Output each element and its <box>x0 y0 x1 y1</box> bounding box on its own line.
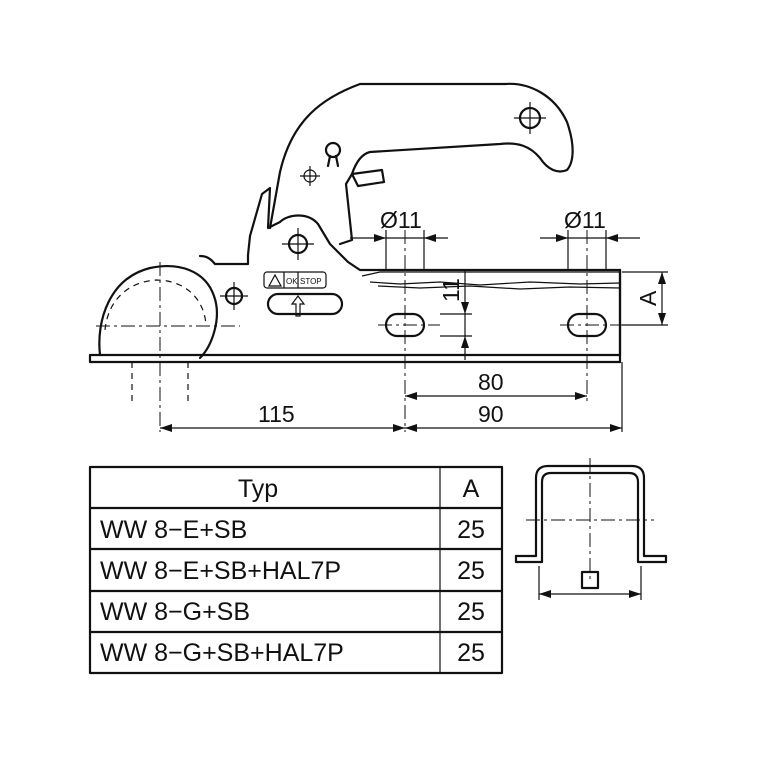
indicator-slot <box>266 292 344 316</box>
keyhole-icon <box>324 141 342 168</box>
dim-hole-dia-left: Ø11 <box>380 207 422 233</box>
dim-80: 80 <box>478 369 504 395</box>
handle-lever <box>268 82 574 246</box>
table-row-3-a: 25 <box>457 598 485 626</box>
dim-90: 90 <box>478 401 504 427</box>
dim-a: A <box>635 290 661 306</box>
table-row-2-typ: WW 8−E+SB+HAL7P <box>100 557 341 585</box>
housing-body <box>88 186 622 364</box>
handle-pivot-hole <box>514 102 546 134</box>
cross-section-square <box>580 570 600 590</box>
warning-label: OK STOP <box>263 271 344 317</box>
label-stop: STOP <box>300 277 322 286</box>
type-table: Typ A WW 8−E+SB 25 WW 8−E+SB+HAL7P 25 WW… <box>88 465 504 675</box>
small-hole <box>300 166 320 186</box>
handle-tip <box>350 168 386 188</box>
dimension-lines: Ø11 Ø11 11 A 80 115 90 <box>160 207 668 432</box>
table-row-3-typ: WW 8−G+SB <box>100 598 250 626</box>
table-header-typ: Typ <box>238 475 278 503</box>
tube-profile <box>361 268 622 364</box>
housing-front <box>198 253 250 266</box>
label-ok: OK <box>286 277 298 286</box>
profile-cross-section <box>514 458 668 600</box>
dim-vertical-11: 11 <box>438 278 464 302</box>
bolt-hole <box>220 282 248 310</box>
coupling-side-view: OK STOP <box>88 82 622 432</box>
table-row-2-a: 25 <box>457 557 485 585</box>
slot-hole-right <box>560 230 622 404</box>
table-row-4-typ: WW 8−G+SB+HAL7P <box>100 639 344 667</box>
table-header-a: A <box>463 475 480 503</box>
table-row-1-a: 25 <box>457 516 485 544</box>
warning-triangle-icon <box>267 273 283 287</box>
front-pivot-hole <box>282 228 314 260</box>
table-row-1-typ: WW 8−E+SB <box>100 516 247 544</box>
table-row-4-a: 25 <box>457 639 485 667</box>
slot-hole-left <box>378 230 440 432</box>
ball-socket <box>96 262 240 432</box>
dim-hole-dia-right: Ø11 <box>564 207 606 233</box>
dim-115: 115 <box>258 401 295 427</box>
indicator-arrow-icon <box>290 295 306 317</box>
